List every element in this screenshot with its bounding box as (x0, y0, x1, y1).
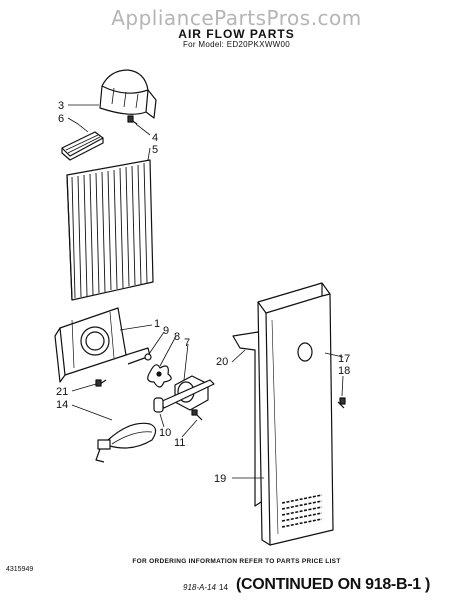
duct-cover-part (99, 69, 157, 119)
callout-5: 5 (152, 144, 158, 156)
screw-part-4 (337, 397, 346, 409)
page-number: 14 (219, 583, 228, 592)
callout-17: 17 (338, 353, 350, 365)
callout-11: 11 (174, 437, 185, 449)
callout-8: 8 (174, 331, 180, 343)
evaporator-cover-part (66, 159, 154, 301)
grommet-part (153, 397, 164, 413)
callout-3: 3 (58, 100, 64, 112)
wire-harness-part (95, 422, 157, 463)
fan-housing-part (54, 307, 151, 383)
page-reference: 918-A-14 (183, 583, 216, 592)
callout-7: 7 (184, 337, 190, 349)
ordering-note: FOR ORDERING INFORMATION REFER TO PARTS … (132, 558, 341, 565)
callout-19: 19 (214, 473, 226, 485)
screw-part-3 (95, 379, 107, 387)
diagram-title: AIR FLOW PARTS (178, 27, 295, 41)
callout-1: 1 (154, 318, 160, 330)
air-damper-part (61, 131, 104, 161)
callout-20: 20 (216, 356, 228, 368)
callout-9: 9 (163, 325, 169, 337)
callout-14: 14 (56, 399, 68, 411)
continued-note: (CONTINUED ON 918-B-1 ) (236, 576, 431, 593)
callout-18: 18 (338, 365, 350, 377)
screw-part-2 (191, 409, 203, 421)
callout-10: 10 (159, 427, 171, 439)
nut-part (144, 353, 152, 361)
watermark-text: AppliancePartsPros.com (111, 6, 362, 30)
callout-21: 21 (56, 386, 68, 398)
screw-part (127, 115, 138, 125)
fan-blade-part (147, 364, 172, 388)
document-number: 4315949 (6, 566, 34, 573)
rear-panel-part (257, 282, 334, 546)
callout-6: 6 (58, 113, 64, 125)
model-number: For Model: ED20PKXWW00 (182, 40, 291, 49)
callout-4: 4 (152, 132, 158, 144)
